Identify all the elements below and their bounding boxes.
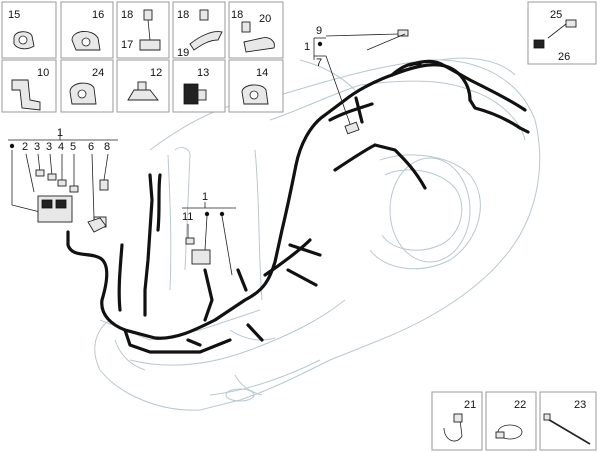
callout-group-upper: 9 1 7 [304, 25, 399, 125]
part-label-14: 14 [256, 67, 268, 79]
part-label-22: 22 [514, 399, 526, 411]
part-label-17: 17 [121, 39, 133, 51]
part-label-20: 20 [259, 13, 271, 25]
part-label-13: 13 [197, 67, 209, 79]
part-label-8: 8 [104, 141, 110, 153]
part-label-15: 15 [8, 9, 20, 21]
scooter-frame-outline [94, 57, 541, 411]
part-label-7: 7 [316, 57, 322, 69]
part-label-18b: 18 [177, 9, 189, 21]
part-label-26: 26 [558, 51, 570, 63]
part-label-16: 16 [92, 9, 104, 21]
part-box-16: 16 [60, 1, 114, 59]
part-label-3b: 3 [46, 141, 52, 153]
part-box-12: 12 [116, 59, 170, 113]
main-harness [66, 59, 530, 354]
part-box-10: 10 [1, 59, 57, 113]
part-box-14: 14 [228, 59, 284, 113]
part-label-18c: 18 [231, 9, 243, 21]
part-box-24: 24 [60, 59, 114, 113]
part-label-25: 25 [550, 9, 562, 21]
part-label-12: 12 [150, 67, 162, 79]
part-label-21: 21 [464, 399, 476, 411]
part-box-15: 15 [1, 1, 57, 59]
part-box-25-26: 25 26 [527, 1, 597, 65]
part-box-18-20: 18 20 [228, 1, 284, 59]
callout-group-middle: 1 11 [182, 191, 236, 276]
part-box-17-18: 18 17 [116, 1, 170, 59]
part-label-3a: 3 [34, 141, 40, 153]
part-label-1b: 1 [202, 191, 208, 203]
callout-group-left: 1 2 3 3 4 5 6 8 [8, 127, 118, 233]
part-label-9: 9 [316, 25, 322, 37]
part-label-18a: 18 [121, 9, 133, 21]
part-label-11: 11 [182, 211, 193, 223]
part-box-21: 21 [431, 391, 483, 451]
part-label-23: 23 [574, 399, 586, 411]
part-label-5: 5 [70, 141, 76, 153]
part-box-23: 23 [539, 391, 597, 451]
part-label-1c: 1 [304, 41, 310, 53]
part-label-19: 19 [177, 47, 189, 59]
part-box-18-19: 18 19 [172, 1, 226, 59]
part-box-22: 22 [485, 391, 537, 451]
part-box-13: 13 [172, 59, 226, 113]
part-label-2: 2 [22, 141, 28, 153]
part-label-4: 4 [58, 141, 64, 153]
part-label-24: 24 [92, 67, 104, 79]
part-label-10: 10 [37, 67, 49, 79]
part-label-6: 6 [88, 141, 94, 153]
